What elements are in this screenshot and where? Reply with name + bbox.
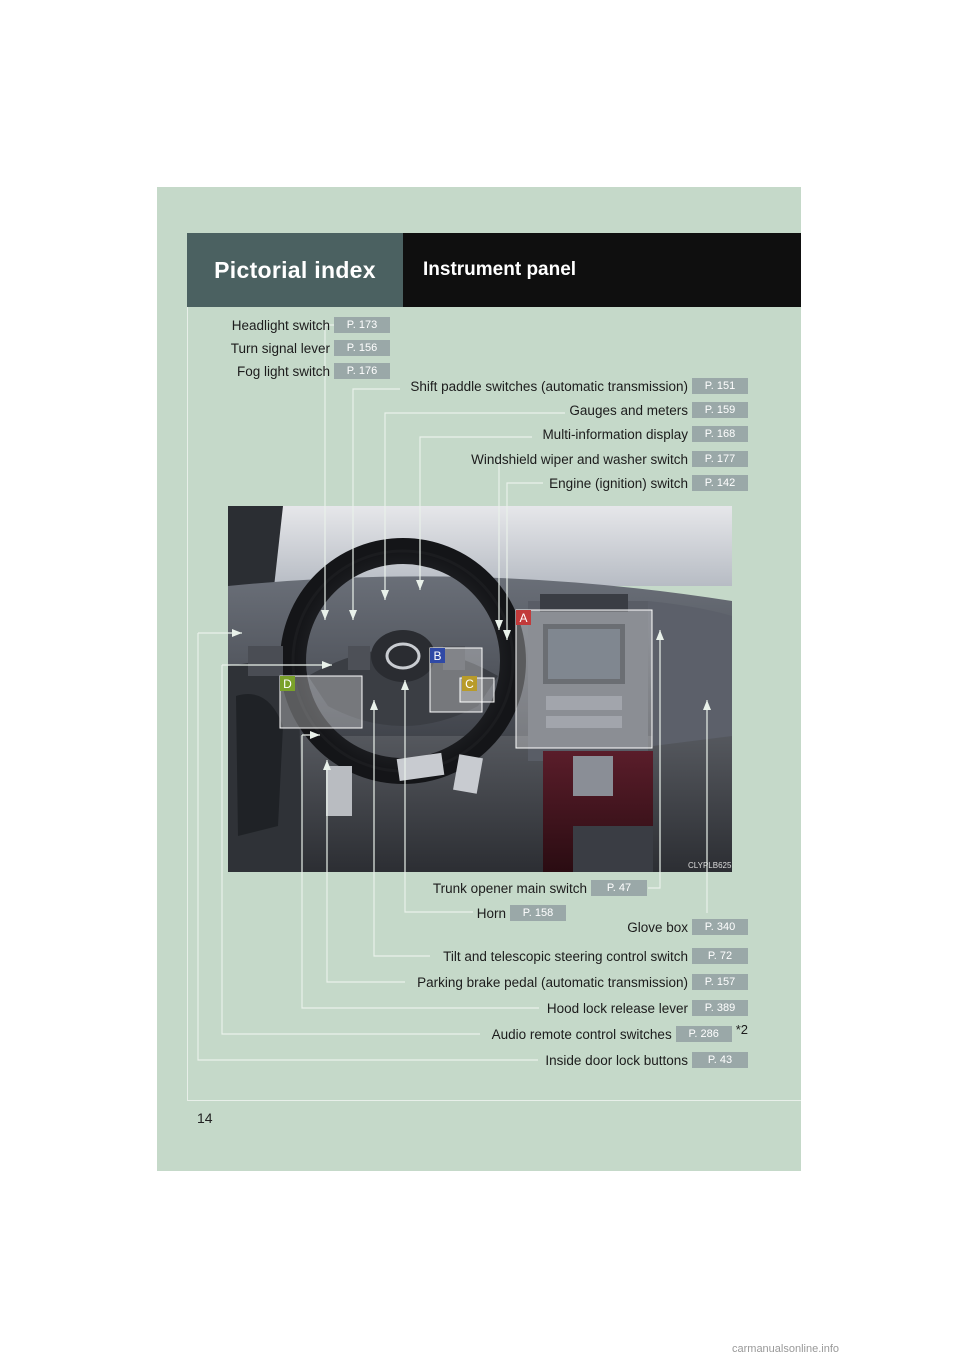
label-audio-remote: Audio remote control switches P. 286 *2 — [491, 1021, 748, 1042]
page-ref-headlight[interactable]: P. 173 — [334, 317, 390, 333]
page-ref-turn-signal[interactable]: P. 156 — [334, 340, 390, 356]
page-title: Instrument panel — [423, 259, 577, 280]
page-ref-horn[interactable]: P. 158 — [510, 905, 566, 921]
svg-text:A: A — [519, 611, 527, 625]
page-header: Pictorial index Instrument panel — [187, 233, 801, 307]
label-turn-signal-lever: Turn signal lever P. 156 — [231, 338, 390, 358]
page-ref-wiper[interactable]: P. 177 — [692, 451, 748, 467]
instrument-panel-photo: A B C D CLYPLB625 — [228, 506, 732, 872]
label-fog-light-switch: Fog light switch P. 176 — [237, 361, 390, 381]
page-ref-door-lock[interactable]: P. 43 — [692, 1052, 748, 1068]
label-headlight-switch: Headlight switch P. 173 — [232, 315, 390, 335]
watermark: carmanualsonline.info — [732, 1343, 840, 1355]
label-gauges-meters: Gauges and meters P. 159 — [569, 400, 748, 420]
label-tilt-telescopic: Tilt and telescopic steering control swi… — [443, 946, 748, 966]
svg-text:D: D — [283, 677, 292, 691]
svg-text:C: C — [465, 677, 474, 691]
label-shift-paddle: Shift paddle switches (automatic transmi… — [410, 376, 748, 396]
content-frame — [187, 307, 801, 1101]
callout-b: B — [430, 648, 445, 663]
page-ref-audio[interactable]: P. 286 — [675, 1026, 732, 1042]
label-door-lock: Inside door lock buttons P. 43 — [545, 1050, 748, 1070]
callout-d: D — [280, 676, 295, 691]
callout-a: A — [516, 610, 531, 625]
label-parking-brake: Parking brake pedal (automatic transmiss… — [417, 972, 748, 992]
page-number: 14 — [197, 1110, 213, 1126]
page-ref-trunk[interactable]: P. 47 — [591, 880, 647, 896]
label-trunk-opener: Trunk opener main switch P. 47 — [433, 878, 647, 898]
svg-text:B: B — [433, 649, 441, 663]
photo-code: CLYPLB625 — [688, 861, 732, 870]
label-multi-info-display: Multi-information display P. 168 — [542, 424, 748, 444]
label-horn: Horn P. 158 — [477, 903, 566, 923]
page-ref-glove-box[interactable]: P. 340 — [692, 919, 748, 935]
page-ref-multi-info[interactable]: P. 168 — [692, 426, 748, 442]
page-ref-hood-lock[interactable]: P. 389 — [692, 1000, 748, 1016]
page-ref-tilt[interactable]: P. 72 — [692, 948, 748, 964]
section-tab: Pictorial index — [187, 233, 403, 307]
page-ref-shift-paddle[interactable]: P. 151 — [692, 378, 748, 394]
label-glove-box: Glove box P. 340 — [627, 917, 748, 937]
footnote-marker: *2 — [735, 1021, 748, 1037]
page-ref-engine[interactable]: P. 142 — [692, 475, 748, 491]
page-ref-gauges[interactable]: P. 159 — [692, 402, 748, 418]
label-windshield-wiper: Windshield wiper and washer switch P. 17… — [471, 449, 748, 469]
label-engine-switch: Engine (ignition) switch P. 142 — [549, 473, 748, 493]
page-ref-parking-brake[interactable]: P. 157 — [692, 974, 748, 990]
callout-c: C — [462, 676, 477, 691]
label-hood-lock: Hood lock release lever P. 389 — [547, 998, 748, 1018]
page-ref-fog-light[interactable]: P. 176 — [334, 363, 390, 379]
